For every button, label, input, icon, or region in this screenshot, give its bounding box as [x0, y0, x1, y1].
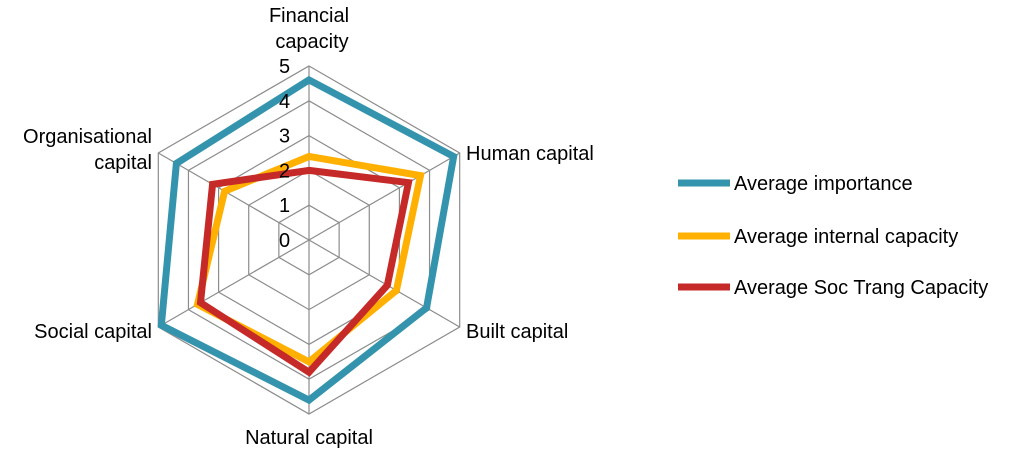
series-average-internal-capacity [193, 152, 425, 366]
tick-label-1: 1 [279, 195, 290, 217]
tick-label-2: 2 [279, 160, 290, 182]
radial-tick-labels: 0 1 2 3 4 5 [279, 56, 290, 252]
spoke-organisational-capital [158, 152, 310, 241]
spoke-social-capital [158, 239, 310, 328]
axis-label-human-capital: Human capital [466, 143, 594, 165]
tick-label-3: 3 [279, 126, 290, 148]
axis-label-social-capital: Social capital [34, 321, 152, 343]
axis-label-built-capital: Built capital [466, 321, 568, 343]
axis-label-natural-capital: Natural capital [245, 427, 373, 449]
series-average-importance [157, 75, 458, 405]
tick-label-0: 0 [279, 230, 290, 252]
tick-label-4: 4 [279, 91, 290, 113]
series-group [157, 75, 458, 405]
legend-label-average-soc-trang-capacity: Average Soc Trang Capacity [734, 277, 988, 299]
legend-label-average-importance: Average importance [734, 173, 913, 195]
series-average-soc-trang-capacity [196, 166, 413, 377]
legend-label-average-internal-capacity: Average internal capacity [734, 226, 958, 248]
tick-label-5: 5 [279, 56, 290, 78]
spoke-human-capital [308, 152, 460, 241]
